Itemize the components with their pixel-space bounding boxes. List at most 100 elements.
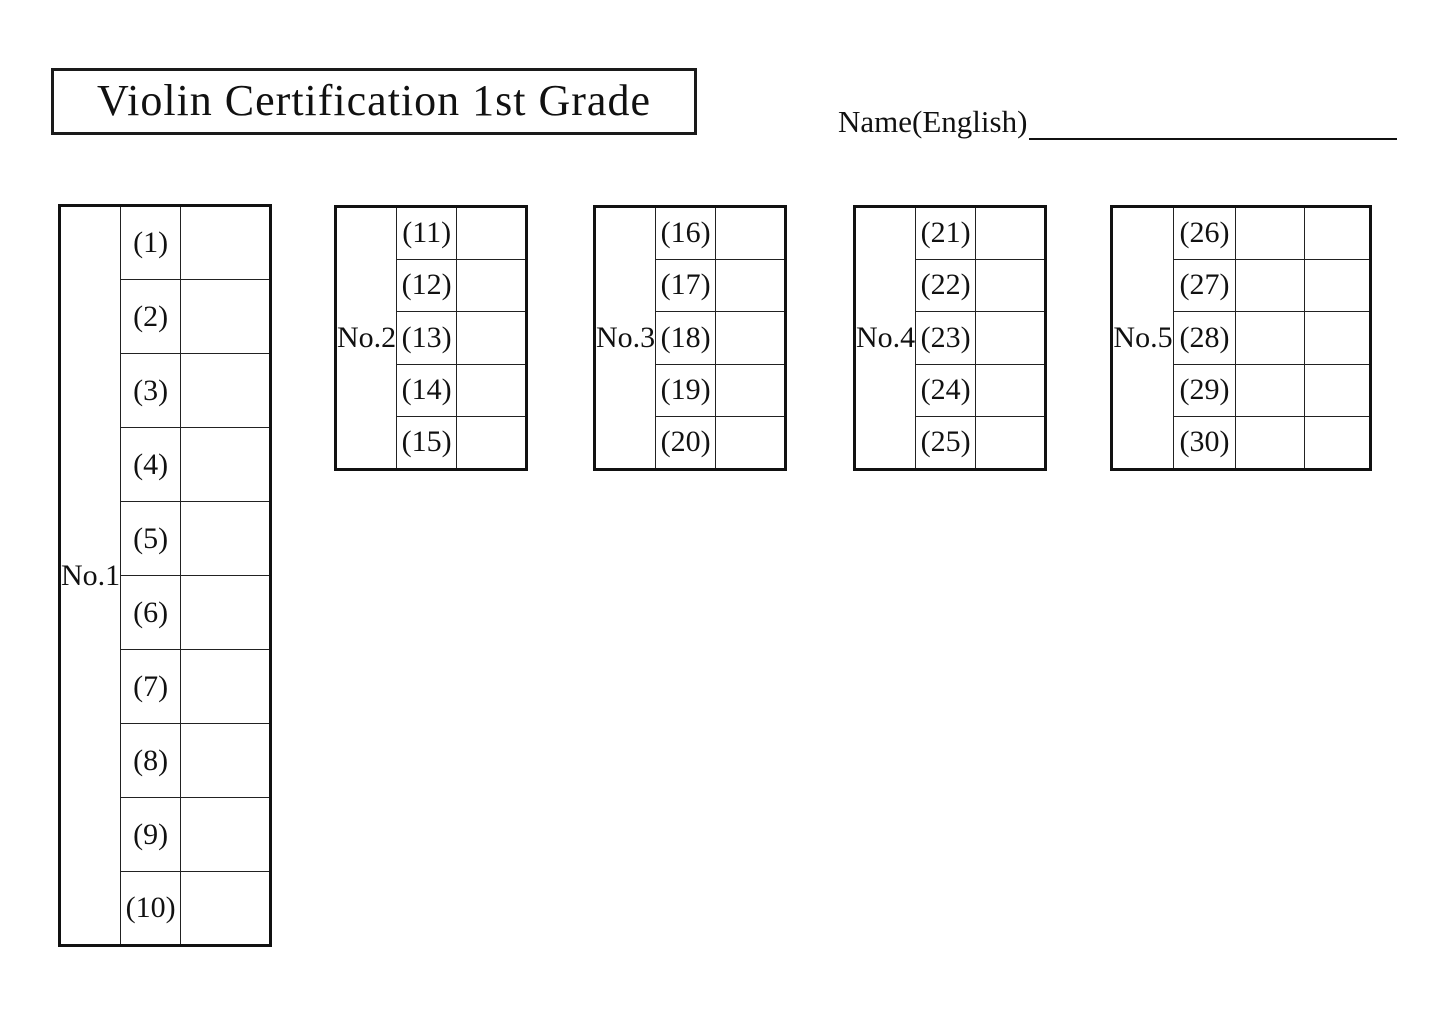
- answer-cell[interactable]: [1235, 258, 1305, 312]
- group-cell: No.2: [334, 206, 398, 470]
- answer-cell[interactable]: [180, 353, 272, 428]
- table-row: (24): [855, 363, 1047, 417]
- question-label: (16): [655, 206, 717, 260]
- table-row: (30): [1112, 416, 1371, 470]
- answer-cell-extra[interactable]: [1304, 206, 1371, 260]
- answer-cell[interactable]: [456, 258, 528, 312]
- table-row: (10): [60, 871, 272, 946]
- table-row: (29): [1112, 363, 1371, 417]
- question-label: (30): [1173, 416, 1236, 470]
- table-row: No.5 (26): [1111, 206, 1371, 470]
- question-label: (28): [1173, 311, 1236, 365]
- answer-cell[interactable]: [1235, 206, 1305, 260]
- question-label: (19): [655, 363, 717, 417]
- table-row: (12): [336, 258, 528, 312]
- answer-cell[interactable]: [180, 723, 272, 798]
- name-label: Name(English): [838, 104, 1028, 139]
- question-label: (15): [396, 416, 458, 470]
- table-row: (5): [60, 501, 272, 576]
- answer-cell[interactable]: [715, 416, 787, 470]
- question-label: (4): [120, 427, 182, 502]
- question-label: (26): [1173, 206, 1236, 260]
- question-label: (2): [120, 279, 182, 354]
- question-label: (21): [915, 206, 977, 260]
- group-cell: No.4: [853, 206, 917, 470]
- table-row: (15): [336, 416, 528, 470]
- answer-cell[interactable]: [180, 501, 272, 576]
- group-cell: No.1: [58, 205, 122, 946]
- answer-cell[interactable]: [715, 206, 787, 260]
- answer-table-no3: No.3 (16) (17) (18) (19) (20): [593, 205, 788, 471]
- answer-cell[interactable]: [715, 311, 787, 365]
- answer-cell[interactable]: [456, 206, 528, 260]
- answer-cell[interactable]: [715, 258, 787, 312]
- answer-cell[interactable]: [975, 416, 1047, 470]
- table-row: (17): [595, 258, 787, 312]
- answer-cell[interactable]: [180, 205, 272, 280]
- table-row: No.2 (11): [334, 206, 528, 470]
- table-row: (19): [595, 363, 787, 417]
- table-row: (23): [855, 311, 1047, 365]
- table-row: (25): [855, 416, 1047, 470]
- question-label: (29): [1173, 363, 1236, 417]
- answer-cell[interactable]: [1235, 416, 1305, 470]
- answer-cell[interactable]: [975, 258, 1047, 312]
- question-label: (3): [120, 353, 182, 428]
- table-row: (22): [855, 258, 1047, 312]
- answer-cell[interactable]: [180, 797, 272, 872]
- page-title: Violin Certification 1st Grade: [96, 75, 651, 125]
- answer-cell[interactable]: [1235, 363, 1305, 417]
- table-row: (20): [595, 416, 787, 470]
- question-label: (22): [915, 258, 977, 312]
- answer-cell[interactable]: [456, 311, 528, 365]
- question-label: (25): [915, 416, 977, 470]
- question-label: (18): [655, 311, 717, 365]
- answer-cell-extra[interactable]: [1304, 258, 1371, 312]
- answer-cell[interactable]: [975, 206, 1047, 260]
- answer-table-no4: No.4 (21) (22) (23) (24) (25): [853, 205, 1048, 471]
- question-label: (27): [1173, 258, 1236, 312]
- question-label: (1): [120, 205, 182, 280]
- question-label: (17): [655, 258, 717, 312]
- table-row: (9): [60, 797, 272, 872]
- table-row: (6): [60, 575, 272, 650]
- answer-table-no1: No.1 (1) (2) (3) (4) (5) (6) (7) (8) (9)…: [58, 204, 273, 947]
- question-label: (10): [120, 871, 182, 946]
- answer-cell[interactable]: [180, 279, 272, 354]
- question-label: (24): [915, 363, 977, 417]
- answer-cell[interactable]: [180, 427, 272, 502]
- answer-cell-extra[interactable]: [1304, 416, 1371, 470]
- question-label: (12): [396, 258, 458, 312]
- table-row: (2): [60, 279, 272, 354]
- answer-table-no5: No.5 (26) (27) (28) (29) (30): [1110, 205, 1372, 471]
- answer-cell[interactable]: [180, 649, 272, 724]
- question-label: (23): [915, 311, 977, 365]
- answer-cell[interactable]: [1235, 311, 1305, 365]
- question-label: (9): [120, 797, 182, 872]
- answer-cell[interactable]: [715, 363, 787, 417]
- question-label: (6): [120, 575, 182, 650]
- question-label: (20): [655, 416, 717, 470]
- table-row: (18): [595, 311, 787, 365]
- table-row: No.3 (16): [593, 206, 787, 470]
- table-row: (7): [60, 649, 272, 724]
- answer-cell[interactable]: [180, 575, 272, 650]
- question-label: (7): [120, 649, 182, 724]
- name-field-row: Name(English): [838, 104, 1398, 140]
- table-row: (8): [60, 723, 272, 798]
- answer-cell-extra[interactable]: [1304, 311, 1371, 365]
- answer-cell[interactable]: [456, 416, 528, 470]
- table-row: No.4 (21): [853, 206, 1047, 470]
- answer-cell[interactable]: [456, 363, 528, 417]
- question-label: (13): [396, 311, 458, 365]
- answer-cell[interactable]: [975, 311, 1047, 365]
- answer-cell-extra[interactable]: [1304, 363, 1371, 417]
- answer-table-no2: No.2 (11) (12) (13) (14) (15): [334, 205, 529, 471]
- name-fill-line[interactable]: [1029, 106, 1398, 140]
- table-row: No.1 (1): [58, 205, 272, 946]
- table-row: (4): [60, 427, 272, 502]
- question-label: (14): [396, 363, 458, 417]
- title-box: Violin Certification 1st Grade: [51, 68, 697, 135]
- answer-cell[interactable]: [975, 363, 1047, 417]
- answer-cell[interactable]: [180, 871, 272, 946]
